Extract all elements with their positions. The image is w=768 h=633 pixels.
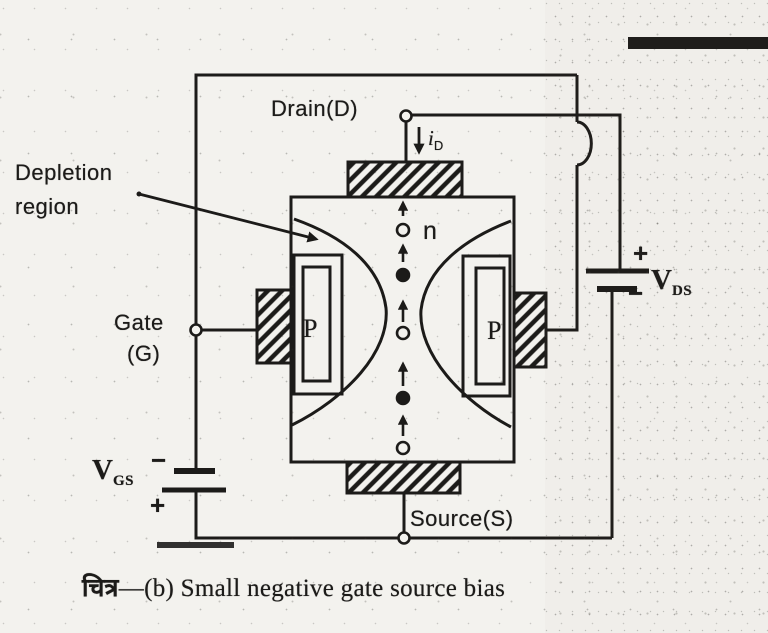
vds-negative-sign: − [628,278,644,308]
vds-label: VDS [651,266,692,300]
vds-symbol: V [651,264,672,296]
figure-caption-text: —(b) Small negative gate source bias [118,575,506,602]
depletion-boundaries [291,217,512,429]
drain-loop-wire [412,113,622,269]
gate-contact-left-hatched [255,288,293,365]
electron-dot [395,222,411,238]
p-region-left-inner [301,265,332,383]
gate-loop-wire [194,73,612,540]
depletion-boundary-right [419,219,512,429]
wire-crossover-hop [576,120,593,167]
electron-dot [395,440,411,456]
scan-artifact-bar [628,37,768,49]
p-regions [292,253,512,398]
p-region-right-label: P [487,316,502,345]
drain-terminal-label: Drain(D) [271,96,359,121]
p-region-right-inner [474,266,506,386]
electron-dot [395,267,411,283]
vgs-battery-symbol [162,468,226,493]
electron-dot [395,390,411,406]
vgs-positive-sign: + [150,490,166,520]
circuit-wires [194,73,622,540]
drain-terminal-node [399,109,413,123]
p-region-left-outer [292,253,344,396]
electron-flow-chain [395,200,411,456]
vds-positive-sign: + [633,238,649,268]
source-terminal-label: Source(S) [410,506,514,531]
scan-artifact-smudge [157,542,234,548]
gate-terminal-node [189,323,203,337]
vgs-subscript: GS [112,473,134,489]
vds-battery-symbol [586,268,649,292]
figure-caption: चित्र—(b) Small negative gate source bia… [82,570,505,604]
drain-current-label: iD [428,126,443,153]
depletion-pointer-arrow [136,191,319,243]
source-terminal-node [397,531,411,545]
vgs-symbol: V [92,454,113,486]
n-channel-label: n [423,217,437,245]
p-region-right-outer [461,254,512,398]
gate-right-stub-wire [546,165,579,332]
gate-terminal-label: Gate [114,310,164,335]
depletion-region-label-line1: Depletion [15,160,113,185]
figure-caption-prefix: चित्र [82,575,119,602]
vgs-label: VGS [92,456,134,490]
source-contact-hatched [345,460,462,495]
electron-dot [395,325,411,341]
vgs-negative-sign: − [151,445,167,475]
drain-current-subscript: D [433,138,444,153]
drain-contact-hatched [346,160,464,199]
depletion-region-label-line2: region [15,194,80,219]
p-region-left-label: P [303,314,318,343]
depletion-boundary-left [291,217,388,427]
vds-subscript: DS [671,283,693,299]
gate-contact-right-hatched [512,291,548,369]
gate-terminal-symbol: (G) [127,341,161,366]
drain-current-symbol: i [428,126,434,150]
terminal-nodes [189,109,413,545]
